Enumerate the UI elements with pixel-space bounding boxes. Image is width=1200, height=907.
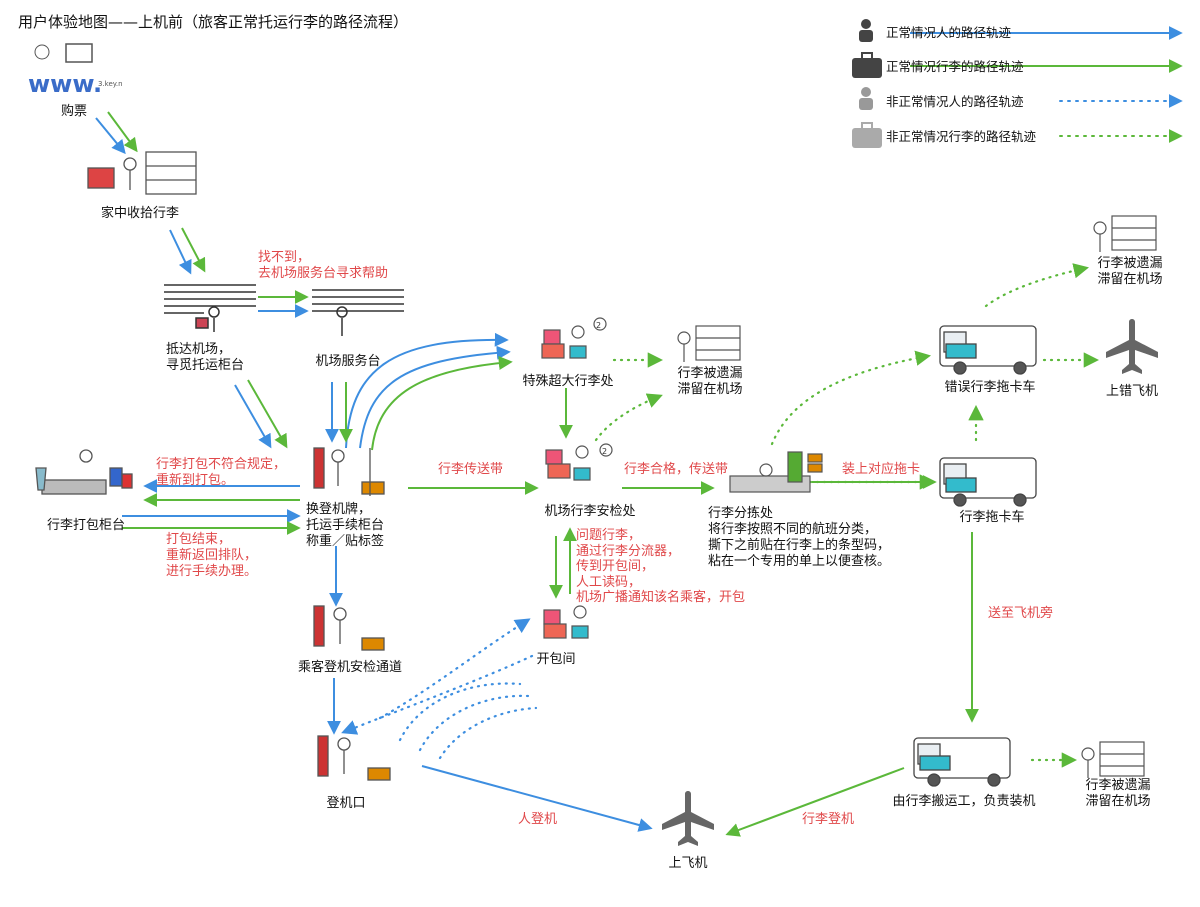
annotation-pack-done: 打包结束， 重新返回排队， 进行手续办理。 [166, 532, 258, 579]
arrow-bag-loader-to-plane [725, 767, 905, 837]
left-behind-icon [677, 325, 741, 362]
open-room-icon [543, 605, 589, 639]
node-buy-ticket: 购票 [60, 104, 88, 119]
legend-label-baggage-abnormal: 非正常情况行李的路径轨迹 [886, 129, 1037, 144]
baggage-security-icon: 2 [545, 443, 613, 481]
legend-label-person-normal: 正常情况人的路径轨迹 [886, 25, 1012, 40]
annotation-load-truck: 装上对应拖卡 [842, 462, 921, 477]
arrow-sorting-to-wrongtruck [770, 350, 932, 446]
node-left-behind-3: 行李被遗漏 滞留在机场 [1085, 778, 1151, 809]
arrow-wrongtruck-to-left [984, 263, 1090, 308]
node-pack-counter: 行李打包柜台 [46, 518, 126, 533]
pack-counter-icon [35, 449, 133, 495]
legend-label-baggage-normal: 正常情况行李的路径轨迹 [886, 59, 1024, 74]
annotation-not-found: 找不到， 去机场服务台寻求帮助 [258, 250, 389, 281]
airplane-icon [662, 791, 714, 846]
gate-icon [317, 735, 391, 781]
node-wrong-plane: 上错飞机 [1105, 384, 1159, 399]
suitcase-icon [852, 122, 882, 148]
person-abnormal-paths [341, 618, 538, 760]
node-pack-home: 家中收拾行李 [100, 206, 180, 221]
tow-truck-icon [939, 457, 1037, 507]
annotation-pack-invalid: 行李打包不符合规定， 重新到打包。 [156, 457, 287, 488]
arrow-home-to-airport [169, 229, 192, 275]
wrong-tow-truck-icon [939, 325, 1037, 375]
node-sorting-desc: 将行李按照不同的航班分类， 撕下之前贴在行李上的条型码， 粘在一个专用的单上以便… [708, 522, 891, 569]
node-checkin-counter: 换登机牌， 托运手续柜台 称重／贴标签 [306, 502, 385, 549]
annotation-baggage-board: 行李登机 [802, 812, 855, 827]
node-loader: 由行李搬运工，负责装机 [892, 794, 1036, 809]
annotation-person-board: 人登机 [518, 812, 558, 827]
wave-3 [438, 706, 538, 760]
node-open-room: 开包间 [536, 652, 576, 667]
svg-text:3.key.n: 3.key.n [98, 80, 123, 88]
loader-truck-icon [913, 737, 1011, 787]
node-baggage-security: 机场行李安检处 [544, 504, 636, 519]
annotation-conveyor: 行李传送带 [438, 462, 504, 477]
node-gate: 登机口 [326, 796, 366, 811]
baggage-paths [107, 111, 979, 837]
arrow-bag-home-to-airport [181, 227, 206, 273]
annotation-problem: 问题行李， 通过行李分流器， 传到开包间， 人工读码， 机场广播通知该名乘客，开… [576, 528, 746, 605]
security-channel-icon [313, 605, 385, 651]
node-oversize: 特殊超大行李处 [522, 374, 614, 389]
person-paths [95, 117, 653, 832]
node-tow-truck: 行李拖卡车 [959, 510, 1025, 525]
airplane-icon [1106, 319, 1158, 374]
page-title: 用户体验地图——上机前（旅客正常托运行李的路径流程） [18, 13, 409, 31]
node-left-behind-2: 行李被遗漏 滞留在机场 [1097, 256, 1163, 287]
airport-counter-icon [164, 284, 256, 332]
arrow-gate-to-open [378, 618, 531, 720]
person-icon [859, 87, 873, 110]
arrow-bag-checkin-to-oversize [371, 356, 513, 451]
svg-text:2: 2 [596, 321, 601, 330]
legend-lines [910, 26, 1183, 143]
arrow-checkin-to-oversize-inner [359, 345, 511, 449]
wave-2 [418, 694, 530, 752]
svg-text:2: 2 [602, 447, 607, 456]
arrow-open-to-gate [341, 654, 534, 735]
suitcase-icon [852, 52, 882, 78]
left-behind-icon [1093, 215, 1157, 252]
node-wrong-truck: 错误行李拖卡车 [944, 380, 1036, 395]
node-security-channel: 乘客登机安检通道 [297, 660, 403, 675]
service-desk-icon [312, 289, 404, 336]
checkin-counter-icon [313, 447, 385, 496]
arrow-bag-buy-to-home [107, 111, 138, 153]
node-sorting-title: 行李分拣处 [708, 506, 774, 521]
left-behind-icon [1081, 741, 1145, 778]
wave-1 [398, 682, 522, 742]
arrow-bag-airport-to-checkin [247, 379, 288, 449]
arrow-security-to-left [594, 393, 663, 442]
svg-text:www.: www. [28, 70, 102, 98]
node-left-behind-1: 行李被遗漏 滞留在机场 [677, 366, 743, 397]
www-ticket-icon: www. 3.key.n [28, 43, 123, 98]
annotation-qualified: 行李合格，传送带 [624, 462, 729, 477]
person-icon [859, 19, 873, 42]
annotation-to-plane: 送至飞机旁 [988, 606, 1054, 621]
node-arrive-airport: 抵达机场， 寻觅托运柜台 [166, 342, 245, 373]
node-service-desk: 机场服务台 [315, 354, 381, 369]
legend-label-person-abnormal: 非正常情况人的路径轨迹 [886, 94, 1024, 109]
arrow-gate-to-plane [421, 765, 653, 832]
home-shelf-icon [87, 151, 197, 195]
arrow-airport-to-checkin [234, 384, 272, 449]
node-board-plane: 上飞机 [668, 856, 708, 871]
illustrations: www. 3.key.n [28, 19, 1158, 846]
arrow-checkin-to-oversize-outer [345, 332, 509, 449]
sorting-icon [729, 451, 823, 493]
arrow-buy-to-home [95, 117, 126, 155]
oversize-icon: 2 [541, 317, 607, 359]
